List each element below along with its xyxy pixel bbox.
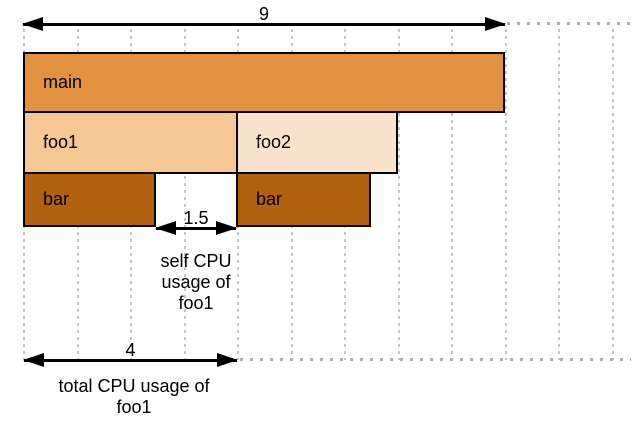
frame-bar-under-foo2: bar bbox=[236, 172, 371, 227]
frame-bar-under-foo1: bar bbox=[23, 172, 156, 227]
arrow-shaft bbox=[23, 23, 505, 26]
arrowhead-right-icon bbox=[216, 221, 237, 235]
caption-line: foo1 bbox=[116, 397, 152, 417]
dimension-value-self-foo1: 1.5 bbox=[183, 208, 209, 228]
grid-line bbox=[611, 29, 614, 360]
dimension-value-total-program: 9 bbox=[258, 4, 269, 24]
arrowhead-right-icon bbox=[217, 353, 238, 367]
arrow-shaft bbox=[156, 227, 236, 230]
arrowhead-right-icon bbox=[485, 17, 506, 31]
frame-main-label: main bbox=[43, 72, 83, 92]
dimension-arrow-total-program: 9 bbox=[22, 5, 506, 32]
caption-line: total CPU usage of bbox=[58, 376, 210, 396]
grid-line bbox=[397, 29, 400, 360]
dimension-arrow-total-foo1: 4 bbox=[23, 341, 238, 368]
frame-foo2-label: foo2 bbox=[256, 132, 292, 152]
caption-total-cpu-usage: total CPU usage of foo1 bbox=[24, 376, 244, 418]
frame-bar-under-foo2-label: bar bbox=[256, 189, 283, 209]
caption-line: foo1 bbox=[178, 293, 214, 313]
grid-line bbox=[451, 29, 453, 360]
caption-line: usage of bbox=[161, 272, 231, 292]
caption-self-cpu-usage: self CPU usage of foo1 bbox=[136, 251, 256, 314]
caption-line: self CPU bbox=[160, 251, 232, 271]
arrowhead-left-icon bbox=[22, 17, 43, 31]
grid-line bbox=[558, 29, 560, 360]
arrowhead-left-icon bbox=[155, 221, 176, 235]
top-dotted-line bbox=[507, 22, 631, 25]
arrowhead-left-icon bbox=[23, 353, 44, 367]
frame-foo1-label: foo1 bbox=[43, 132, 79, 152]
dimension-value-total-foo1: 4 bbox=[125, 340, 136, 360]
dimension-arrow-self-foo1: 1.5 bbox=[155, 209, 237, 236]
frame-foo2: foo2 bbox=[236, 111, 398, 174]
frame-main: main bbox=[23, 52, 505, 113]
bottom-dotted-line bbox=[240, 358, 631, 361]
grid-line bbox=[504, 29, 507, 360]
grid-line bbox=[183, 29, 186, 360]
frame-bar-under-foo1-label: bar bbox=[43, 189, 70, 209]
arrow-shaft bbox=[24, 359, 237, 362]
frame-foo1: foo1 bbox=[23, 111, 238, 174]
